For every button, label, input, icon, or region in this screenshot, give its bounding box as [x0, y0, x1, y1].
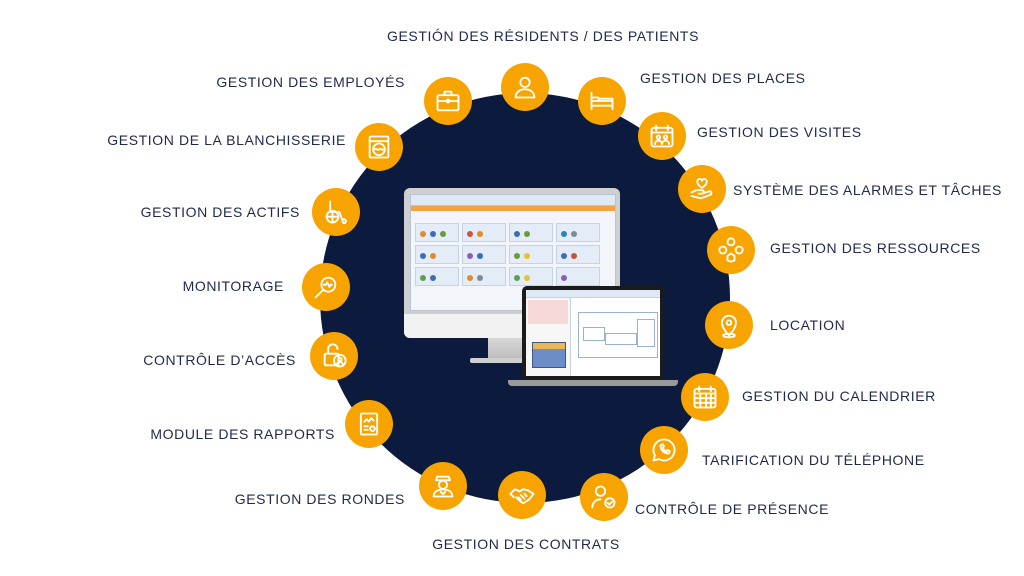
- module-label-residents: GESTIÓN DES RÉSIDENTS / DES PATIENTS: [386, 28, 700, 44]
- app-tile: [556, 223, 600, 242]
- module-node-rondes: [419, 462, 467, 510]
- hand-heart-icon: [690, 178, 713, 200]
- module-label-rapports: MODULE DES RAPPORTS: [150, 426, 335, 442]
- app-tile: [415, 245, 459, 264]
- module-label-contrats: GESTION DES CONTRATS: [432, 536, 620, 552]
- module-node-ressources: [707, 226, 755, 274]
- app-tile: [415, 267, 459, 286]
- app-tile: [462, 245, 506, 264]
- app-tile: [556, 267, 600, 286]
- app-tile: [509, 223, 553, 242]
- wheelchair-icon: [325, 200, 347, 225]
- desktop-monitor: [404, 188, 620, 338]
- floor-plan: [578, 312, 658, 358]
- app-tile: [509, 245, 553, 264]
- monitor-stand-base: [470, 358, 554, 363]
- app-tile: [556, 245, 600, 264]
- module-label-location: LOCATION: [770, 317, 846, 333]
- module-label-rondes: GESTION DES RONDES: [234, 491, 405, 507]
- app-ribbon: [411, 206, 615, 211]
- module-label-alarmes: SYSTÈME DES ALARMES ET TÂCHES: [733, 182, 1002, 198]
- app-tile: [462, 223, 506, 242]
- module-label-actifs: GESTION DES ACTIFS: [140, 204, 300, 220]
- report-icon: [359, 412, 379, 436]
- app-tile: [462, 267, 506, 286]
- lock-user-icon: [323, 343, 347, 368]
- laptop: [522, 286, 664, 380]
- map-pin-icon: [721, 314, 737, 339]
- module-node-monitorage: [302, 263, 350, 311]
- module-label-telephone: TARIFICATION DU TÉLÉPHONE: [702, 452, 925, 468]
- person-icon: [514, 76, 536, 99]
- module-node-location: [705, 301, 753, 349]
- module-label-presence: CONTRÔLE DE PRÉSENCE: [635, 501, 830, 517]
- module-node-contrats: [498, 471, 546, 519]
- module-node-places: [578, 77, 626, 125]
- module-label-calendrier: GESTION DU CALENDRIER: [742, 388, 936, 404]
- magnifier-pulse-icon: [314, 276, 337, 299]
- briefcase-icon: [436, 90, 460, 112]
- app-tile: [415, 223, 459, 242]
- guard-icon: [432, 475, 454, 498]
- module-label-blanchisserie: GESTION DE LA BLANCHISSERIE: [107, 132, 346, 148]
- module-label-employes: GESTION DES EMPLOYÉS: [216, 74, 405, 90]
- handshake-icon: [509, 488, 535, 505]
- module-node-rapports: [345, 400, 393, 448]
- module-node-actifs: [312, 188, 360, 236]
- module-node-alarmes: [678, 165, 726, 213]
- building-image: [532, 342, 566, 368]
- resident-card: [528, 300, 568, 324]
- module-label-places: GESTION DES PLACES: [640, 70, 806, 86]
- laptop-screen-app: [526, 290, 660, 376]
- app-tile: [509, 267, 553, 286]
- washing-machine-icon: [368, 135, 390, 159]
- module-label-visites: GESTION DES VISITES: [697, 124, 862, 140]
- calendar-icon: [693, 385, 717, 409]
- module-node-presence: [580, 473, 628, 521]
- laptop-base: [508, 380, 678, 386]
- module-node-employes: [424, 77, 472, 125]
- module-label-acces: CONTRÔLE D’ACCÈS: [143, 352, 296, 368]
- app-title: [411, 211, 615, 221]
- module-node-blanchisserie: [355, 123, 403, 171]
- app-toolbar: [411, 195, 615, 206]
- module-node-residents: [501, 63, 549, 111]
- module-label-ressources: GESTION DES RESSOURCES: [770, 240, 981, 256]
- module-node-acces: [310, 332, 358, 380]
- laptop-app-sidebar: [526, 298, 571, 376]
- module-node-visites: [638, 112, 686, 160]
- user-check-icon: [591, 485, 616, 509]
- phone-bubble-icon: [652, 438, 676, 462]
- bed-icon: [590, 91, 614, 111]
- calendar-visitors-icon: [650, 124, 674, 148]
- resources-cycle-icon: [718, 237, 744, 263]
- app-module-tiles: [411, 221, 615, 288]
- module-node-calendrier: [681, 373, 729, 421]
- module-node-telephone: [640, 426, 688, 474]
- module-label-monitorage: MONITORAGE: [182, 278, 284, 294]
- laptop-app-toolbar: [526, 290, 660, 298]
